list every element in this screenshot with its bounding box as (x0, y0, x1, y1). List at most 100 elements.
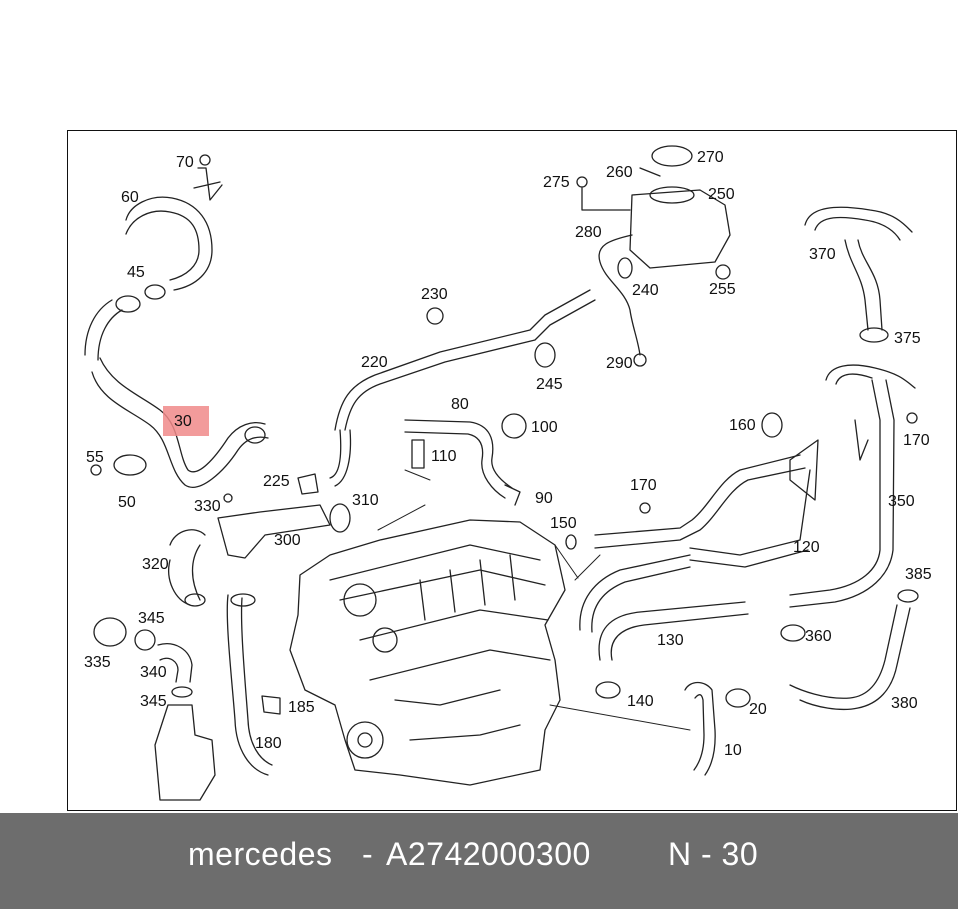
part-label[interactable]: 70 (176, 154, 194, 171)
pipe-220-lower (329, 429, 352, 487)
hose-130-outline (598, 601, 749, 661)
pump-housing-shape (154, 704, 216, 801)
hose-30-outline (91, 371, 269, 488)
part-label-highlighted[interactable]: 30 (174, 413, 192, 430)
sensor-255-shape (715, 264, 731, 280)
part-label[interactable]: 360 (805, 628, 832, 645)
clamp-320-shape (184, 593, 206, 607)
bracket-350-shape (854, 419, 869, 461)
hose-10-outline (684, 681, 716, 776)
part-label[interactable]: 345 (138, 610, 165, 627)
part-label[interactable]: 130 (657, 632, 684, 649)
hose-350-main (789, 379, 895, 608)
part-label[interactable]: 100 (531, 419, 558, 436)
tank-neck-shape (649, 186, 695, 204)
clamp-360-shape (780, 624, 806, 642)
oring-150-shape (565, 534, 577, 550)
cap-270-shape (651, 145, 693, 167)
part-label[interactable]: 110 (431, 448, 457, 465)
footer-banner (0, 813, 958, 909)
hose-180-outline (226, 594, 273, 776)
clamp-385-shape (897, 589, 919, 603)
part-label[interactable]: 320 (142, 556, 169, 573)
part-label[interactable]: 380 (891, 695, 918, 712)
part-label[interactable]: 375 (894, 330, 921, 347)
clip-245-shape (534, 342, 556, 368)
bolt-330-shape (223, 493, 233, 503)
part-label[interactable]: 120 (793, 539, 820, 556)
part-label[interactable]: 60 (121, 189, 139, 206)
part-label[interactable]: 260 (606, 164, 633, 181)
part-label[interactable]: 280 (575, 224, 602, 241)
bracket-120-shape (789, 439, 819, 501)
footer-separator: - (362, 836, 374, 872)
part-label[interactable]: 370 (809, 246, 836, 263)
highlight-part-30 (163, 406, 209, 436)
part-label[interactable]: 310 (352, 492, 379, 509)
part-label[interactable]: 335 (84, 654, 111, 671)
footer-position-ref: N - 30 (668, 836, 759, 872)
clamp-180-shape (230, 593, 256, 607)
hose-340-outline (157, 643, 193, 683)
part-label[interactable]: 180 (255, 735, 282, 752)
part-label[interactable]: 350 (888, 493, 915, 510)
part-label[interactable]: 330 (194, 498, 221, 515)
sensor-110-shape (411, 439, 425, 469)
housing-300-shape (217, 504, 331, 559)
engine-pulley-shape (346, 721, 384, 759)
clamp-100-shape (501, 413, 527, 439)
part-label[interactable]: 290 (606, 355, 633, 372)
part-label[interactable]: 340 (140, 664, 167, 681)
clamp-160-shape (761, 412, 783, 438)
hose-320-outline (168, 529, 206, 606)
clip-185-shape (261, 695, 281, 715)
diagram-frame (67, 130, 957, 811)
engine-detail-lines (394, 554, 521, 741)
part-label[interactable]: 10 (724, 742, 742, 759)
leader-lines (377, 469, 691, 731)
clamp-45b-shape (115, 295, 141, 313)
clip-90-shape (504, 484, 521, 506)
hose-30-outline-inner (99, 357, 266, 473)
hose-130-upper (579, 554, 691, 633)
hose-350-outline (825, 364, 916, 389)
clamp-375-shape (859, 327, 889, 343)
part-label[interactable]: 270 (697, 149, 724, 166)
part-label[interactable]: 300 (274, 532, 301, 549)
part-label[interactable]: 170 (630, 477, 657, 494)
bolt-170-shape (639, 502, 651, 514)
hose-370-lower (844, 239, 883, 331)
hose-380-outline (789, 604, 911, 711)
part-label[interactable]: 185 (288, 699, 315, 716)
part-label[interactable]: 80 (451, 396, 469, 413)
part-label[interactable]: 140 (627, 693, 654, 710)
hose-370-outline (804, 206, 913, 241)
part-label[interactable]: 170 (903, 432, 930, 449)
part-label[interactable]: 45 (127, 264, 145, 281)
part-label[interactable]: 230 (421, 286, 448, 303)
clamp-20-shape (725, 688, 751, 708)
part-label[interactable]: 255 (709, 281, 736, 298)
part-label[interactable]: 150 (550, 515, 577, 532)
part-label[interactable]: 245 (536, 376, 563, 393)
part-label[interactable]: 385 (905, 566, 932, 583)
part-label[interactable]: 225 (263, 473, 290, 490)
engine-gear-1 (343, 583, 377, 617)
part-label[interactable]: 50 (118, 494, 136, 511)
hose-60-shape (119, 196, 212, 293)
bolt-275-line (581, 187, 631, 211)
pipe-120-lower (689, 469, 811, 568)
clamp-140-shape (595, 681, 621, 699)
part-label[interactable]: 345 (140, 693, 167, 710)
part-label[interactable]: 275 (543, 174, 570, 191)
part-label[interactable]: 20 (749, 701, 767, 718)
part-label[interactable]: 250 (708, 186, 735, 203)
part-label[interactable]: 160 (729, 417, 756, 434)
part-label[interactable]: 240 (632, 282, 659, 299)
part-label[interactable]: 90 (535, 490, 553, 507)
part-labels: 70 60 45 55 50 30 225 330 310 300 320 34… (84, 149, 932, 759)
engine-block-outline (289, 519, 566, 786)
part-label[interactable]: 220 (361, 354, 388, 371)
hose-280-outline (598, 234, 641, 356)
part-label[interactable]: 55 (86, 449, 104, 466)
